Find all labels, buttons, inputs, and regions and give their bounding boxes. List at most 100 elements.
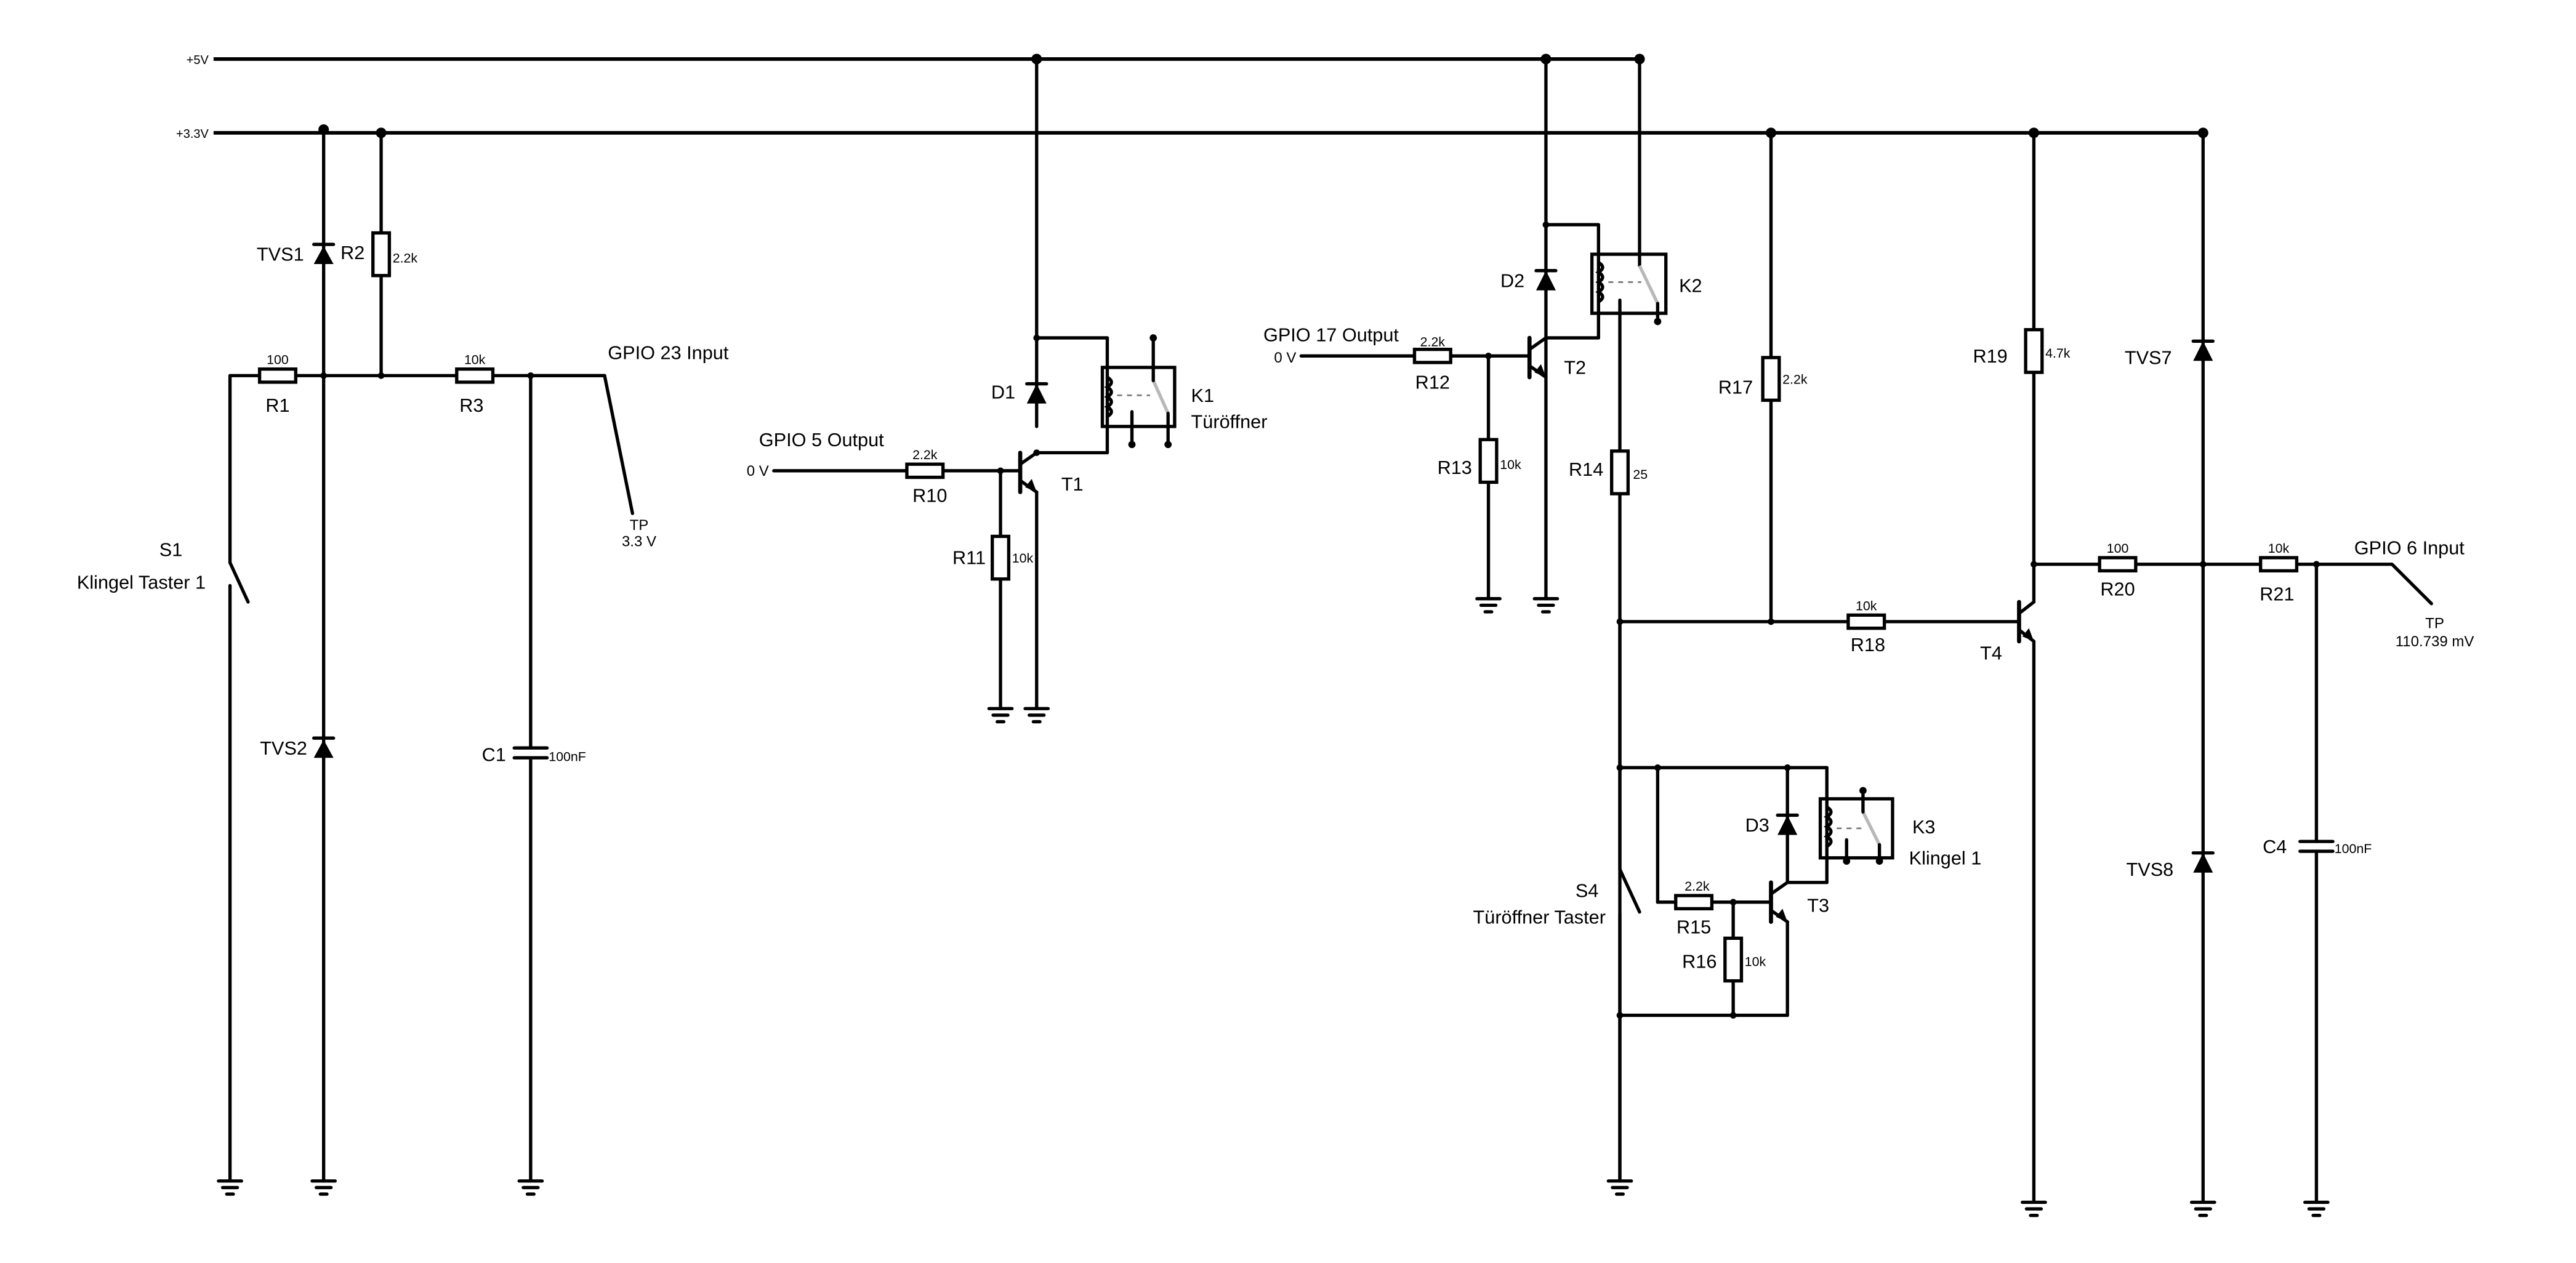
- d3-ref: D3: [1745, 815, 1769, 836]
- r1-ref: R1: [265, 395, 289, 416]
- r12-ref: R12: [1415, 372, 1450, 393]
- r18-ref: R18: [1851, 635, 1885, 656]
- c1-ref: C1: [482, 745, 506, 766]
- gpio17-label: GPIO 17 Output: [1263, 324, 1399, 345]
- r20-value: 100: [2107, 541, 2129, 556]
- gpio23-reading: 3.3 V: [622, 533, 656, 550]
- r19-resistor: R19 4.7k: [1973, 327, 2071, 374]
- ground-icon: [1023, 707, 1050, 724]
- ground-icon: [987, 707, 1014, 724]
- r16-resistor: R16 10k: [1682, 936, 1766, 983]
- r12-resistor: 2.2k R12: [1412, 334, 1452, 393]
- ground-icon: [2303, 1200, 2330, 1217]
- s4-switch: S4 Türöffner Taster: [1473, 867, 1641, 928]
- r17-resistor: R17 2.2k: [1718, 356, 1808, 402]
- r13-value: 10k: [1500, 457, 1521, 472]
- gpio6-probe: GPIO 6 Input TP 110.739 mV: [2354, 538, 2474, 650]
- t2-ref: T2: [1564, 358, 1586, 379]
- r20-resistor: 100 R20: [2098, 541, 2138, 599]
- gpio5-source: 0 V: [747, 463, 769, 479]
- r3-value: 10k: [464, 353, 486, 367]
- s1-switch: S1 Klingel Taster 1: [77, 539, 250, 604]
- r15-resistor: 2.2k R15: [1674, 879, 1714, 937]
- r21-value: 10k: [2268, 541, 2290, 556]
- tvs2-ref: TVS2: [260, 738, 307, 759]
- gpio23-label: GPIO 23 Input: [608, 343, 729, 364]
- r19-ref: R19: [1973, 346, 2007, 367]
- ground-icon: [517, 1179, 544, 1196]
- tvs7-diode: TVS7: [2125, 339, 2215, 369]
- r11-resistor: R11 10k: [952, 534, 1034, 581]
- t1-ref: T1: [1061, 474, 1084, 495]
- r2-value: 2.2k: [393, 251, 418, 265]
- rail-junctions: [318, 54, 2208, 138]
- tvs1-ref: TVS1: [257, 244, 304, 265]
- block-gpio6-input: R17 2.2k 10k R18 T4 R19 4.7k: [1616, 131, 2474, 1205]
- block-gpio23-input: TVS1 TVS2 R2 2.2k 100 R1 10k R3: [77, 131, 729, 1183]
- r21-resistor: 10k R21: [2259, 541, 2299, 604]
- tvs1-diode: TVS1: [257, 243, 336, 265]
- t2-transistor: T2: [1527, 335, 1586, 380]
- gpio23-probe: GPIO 23 Input TP 3.3 V: [529, 343, 729, 550]
- rail-3v3: +3.3V: [176, 127, 2205, 141]
- r13-ref: R13: [1438, 457, 1472, 478]
- ground-icon: [1475, 597, 1502, 614]
- r14-resistor: R14 25: [1569, 449, 1648, 495]
- r10-resistor: 2.2k R10: [905, 447, 947, 506]
- c4-ref: C4: [2263, 836, 2287, 857]
- r1-resistor: 100 R1: [257, 353, 297, 416]
- t1-transistor: T1: [1018, 451, 1084, 495]
- rail-5v-label: +5V: [187, 54, 209, 67]
- r19-value: 4.7k: [2045, 346, 2071, 361]
- r20-ref: R20: [2100, 579, 2135, 599]
- r3-ref: R3: [459, 395, 483, 416]
- gpio5-input: GPIO 5 Output 0 V: [747, 430, 1022, 479]
- r17-value: 2.2k: [1782, 372, 1808, 387]
- block-turoffner-taster: S4 Türöffner Taster 2.2k R15 R16 10k: [1473, 620, 1982, 1183]
- d1-diode: D1: [991, 382, 1049, 404]
- s4-name: Türöffner Taster: [1473, 907, 1606, 928]
- r14-ref: R14: [1569, 459, 1603, 480]
- r14-value: 25: [1633, 467, 1648, 482]
- t3-transistor: T3: [1769, 880, 1829, 924]
- t4-transistor: T4: [1980, 599, 2036, 664]
- r11-ref: R11: [952, 548, 986, 569]
- r3-resistor: 10k R3: [455, 353, 495, 416]
- gpio17-source: 0 V: [1274, 350, 1296, 366]
- d1-ref: D1: [991, 382, 1015, 403]
- c4-capacitor: C4 100nF: [2263, 836, 2372, 857]
- k1-relay: K1 Türöffner: [1100, 334, 1268, 449]
- k2-ref: K2: [1679, 275, 1702, 296]
- k3-name: Klingel 1: [1909, 848, 1982, 868]
- ground-icon: [1532, 597, 1560, 614]
- k1-name: Türöffner: [1191, 412, 1268, 433]
- t4-ref: T4: [1980, 643, 2002, 664]
- tvs8-diode: TVS8: [2127, 851, 2215, 880]
- rail-5v: +5V: [187, 54, 1640, 67]
- k3-ref: K3: [1912, 817, 1936, 838]
- s4-ref: S4: [1576, 881, 1599, 902]
- gpio5-label: GPIO 5 Output: [759, 430, 884, 451]
- ground-icon: [2189, 1200, 2216, 1217]
- ground-icon: [217, 1179, 243, 1196]
- d2-diode: D2: [1500, 269, 1558, 291]
- gpio6-probe-label: TP: [2425, 615, 2444, 632]
- d3-diode: D3: [1745, 813, 1799, 836]
- s1-ref: S1: [159, 539, 183, 560]
- block-gpio5-output: D1 K1 Türöffner T1 GPIO 5 Output: [747, 57, 1268, 710]
- s1-name: Klingel Taster 1: [77, 572, 206, 593]
- r17-ref: R17: [1718, 377, 1753, 398]
- tvs2-diode: TVS2: [260, 736, 336, 759]
- d2-ref: D2: [1500, 270, 1524, 291]
- r10-value: 2.2k: [912, 447, 938, 462]
- c1-capacitor: C1 100nF: [482, 745, 586, 766]
- k3-relay: K3 Klingel 1: [1818, 787, 1982, 868]
- r1-value: 100: [267, 353, 289, 367]
- r16-ref: R16: [1682, 951, 1717, 972]
- k2-relay: K2: [1590, 57, 1702, 326]
- gpio6-label: GPIO 6 Input: [2354, 538, 2465, 559]
- r11-value: 10k: [1012, 551, 1034, 566]
- ground-icon: [2021, 1200, 2047, 1217]
- gpio23-probe-label: TP: [630, 517, 649, 534]
